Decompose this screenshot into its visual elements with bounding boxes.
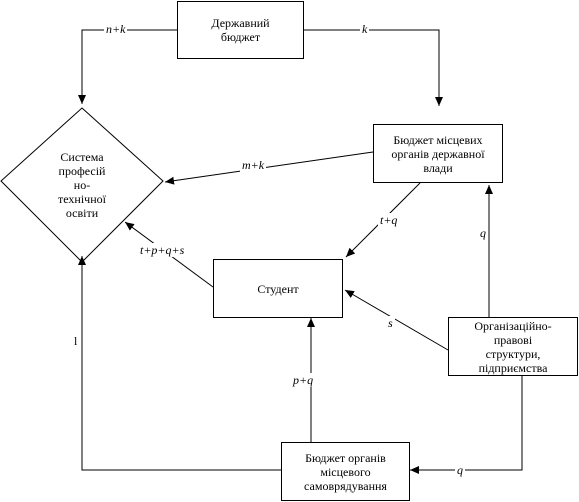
student-box: Студент	[213, 259, 343, 318]
edge-label-local-to-vet: m+k	[240, 158, 267, 172]
edge-label-state-to-local: k	[360, 22, 370, 36]
edge-label-org-to-student: s	[386, 316, 395, 330]
edge-state-to-vet	[78, 29, 177, 104]
org-legal-structures-box: Організаційно- правові структури, підпри…	[448, 317, 578, 376]
edge-local-to-vet	[164, 151, 374, 185]
edge-label-org-to-local: q	[478, 226, 488, 240]
local-state-budget-box: Бюджет місцевих органів державної влади	[373, 124, 503, 183]
edge-label-selfgov-to-student: p+q	[291, 373, 316, 387]
state-budget-box: Державний бюджет	[177, 1, 304, 59]
edge-label-state-to-vet: n+k	[104, 22, 128, 36]
self-gov-budget-box: Бюджет органів місцевого самоврядування	[281, 442, 410, 501]
edge-label-student-to-vet: t+p+q+s	[138, 243, 187, 257]
edge-state-to-local	[304, 29, 443, 106]
edge-org-to-selfgov	[410, 376, 523, 474]
edge-selfgov-to-vet	[78, 256, 281, 471]
edge-label-local-to-student: t+q	[378, 213, 400, 227]
vet-system-label: Система професій но- технічної освіти	[58, 150, 106, 220]
edge-label-org-to-selfgov: q	[455, 463, 465, 477]
edge-label-selfgov-to-vet: l	[72, 334, 80, 348]
edge-org-to-student	[344, 289, 449, 351]
